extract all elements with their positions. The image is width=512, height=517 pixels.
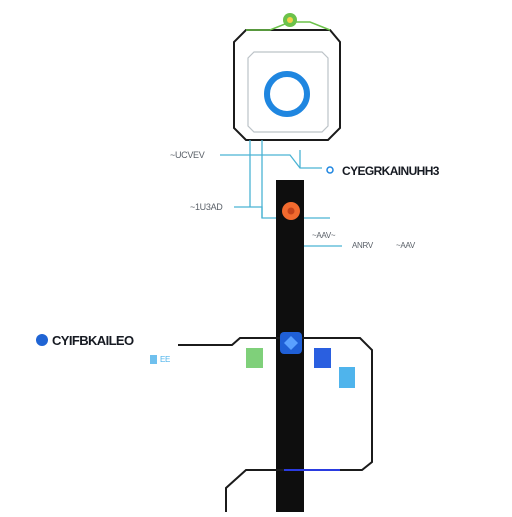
left-title-bullet <box>36 334 48 346</box>
right-small-label-b: ANRV <box>352 241 373 250</box>
left-upper-small-label: ~UCVEV <box>170 150 205 160</box>
green-square <box>246 348 263 368</box>
blue-square <box>314 348 331 368</box>
light-blue-square <box>339 367 355 388</box>
left-trace <box>178 337 373 512</box>
trace-upper-left <box>220 154 322 169</box>
left-tag-square <box>150 355 157 364</box>
ring-icon <box>264 71 310 117</box>
left-title: CYIFBKAILEO <box>52 333 134 348</box>
left-mid-small-label: ~1U3AD <box>190 202 223 212</box>
top-right-title: CYEGRKAINUHH3 <box>342 164 439 178</box>
right-small-label-a: ~AAV­~ <box>312 231 336 240</box>
right-label-bullet <box>326 166 334 174</box>
device-inner-frame <box>247 51 329 133</box>
device-outer-frame <box>233 29 341 141</box>
left-tag-label: EE <box>160 355 171 364</box>
right-small-label-c: ~AAV <box>396 241 415 250</box>
